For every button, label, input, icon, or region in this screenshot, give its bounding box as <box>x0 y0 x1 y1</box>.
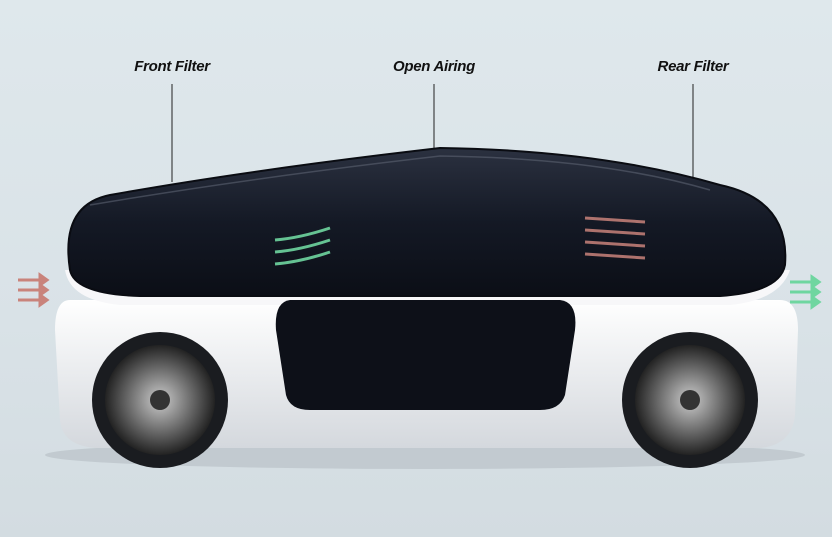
rear-filter-label: Rear Filter <box>657 58 729 75</box>
glass-canopy <box>67 146 787 297</box>
open-airing-label: Open Airing <box>393 58 475 75</box>
rear-wheel <box>622 332 758 468</box>
open-airing-arrows <box>395 186 510 214</box>
front-wheel <box>92 332 228 468</box>
front-filter-label: Front Filter <box>134 58 210 75</box>
airflow-ground-stripes <box>0 473 832 493</box>
intake-arrows-front <box>18 272 50 308</box>
clean-air-arrows-rear <box>790 274 822 310</box>
cabin-clean-air-arrows <box>274 226 331 266</box>
canopy-reflection <box>89 155 711 206</box>
cabin-exhaust-arrows <box>584 216 646 260</box>
center-door <box>275 300 576 410</box>
